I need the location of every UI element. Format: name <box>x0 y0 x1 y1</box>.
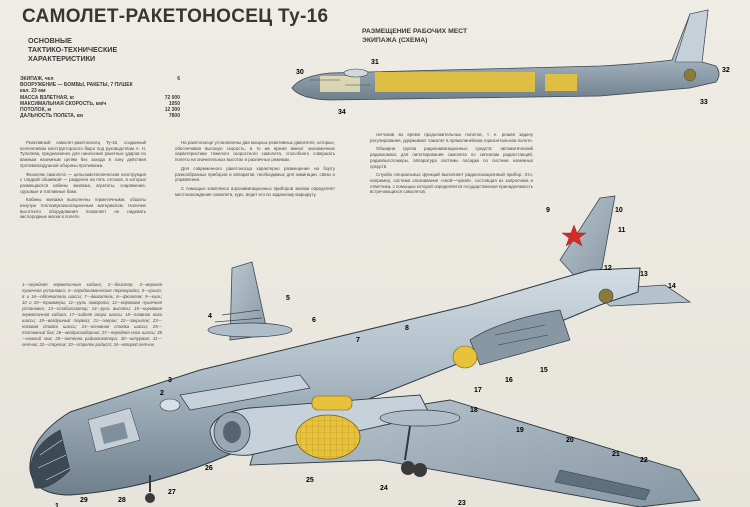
spec-value: 6 <box>177 76 180 82</box>
callout: 20 <box>566 437 574 444</box>
subtitle-line: ХАРАКТЕРИСТИКИ <box>28 54 96 63</box>
paragraph: На ракетоносце установлены два мощных ре… <box>175 140 335 163</box>
spec-row: ЭКИПАЖ, чел 6 <box>20 76 180 82</box>
spec-value: 7800 <box>168 113 180 120</box>
paragraph: летчиков во время продолжительных полето… <box>370 132 533 143</box>
callout: 8 <box>405 325 409 332</box>
callout: 6 <box>312 317 316 324</box>
crew-scheme-aircraft <box>291 9 720 101</box>
paragraph: Фюзеляж самолета — цельнометаллическая к… <box>20 171 146 194</box>
spec-label: МАКСИМАЛЬНАЯ СКОРОСТЬ, км/ч <box>20 100 107 107</box>
callout: 13 <box>640 271 648 278</box>
paragraph: С помощью комплекса аэронавигационных пр… <box>175 185 335 197</box>
spec-row: МАКСИМАЛЬНАЯ СКОРОСТЬ, км/ч 1050 <box>20 101 180 107</box>
subtitle-line: ТАКТИКО-ТЕХНИЧЕСКИЕ <box>28 45 118 54</box>
spec-label: ПОТОЛОК, м <box>20 107 52 114</box>
callout: 4 <box>208 313 212 320</box>
red-star-icon <box>561 224 587 247</box>
text-column-2: На ракетоносце установлены два мощных ре… <box>175 140 335 250</box>
callout: 9 <box>546 207 550 214</box>
scheme-label: 32 <box>722 67 730 74</box>
crew-scheme-title: РАЗМЕЩЕНИЕ РАБОЧИХ МЕСТ ЭКИПАЖА (СХЕМА) <box>362 28 467 45</box>
spec-row: МАССА ВЗЛЕТНАЯ, кг 72 000 <box>20 95 180 101</box>
callout: 11 <box>618 227 626 234</box>
scheme-label: 34 <box>338 109 346 116</box>
callout: 17 <box>474 387 482 394</box>
specs-table: ЭКИПАЖ, чел 6 ВООРУЖЕНИЕ — БОМБЫ, РАКЕТЫ,… <box>20 76 180 119</box>
callout: 10 <box>615 207 623 214</box>
callout: 24 <box>380 485 388 492</box>
subtitle-line: ОСНОВНЫЕ <box>28 36 72 45</box>
cutaway-aircraft <box>29 195 701 507</box>
spec-label: кал. 23 мм <box>20 88 46 95</box>
spec-label: ВООРУЖЕНИЕ — БОМБЫ, РАКЕТЫ, 7 ПУШЕК <box>20 82 133 89</box>
callout: 1 <box>55 503 59 507</box>
callout: 2 <box>160 390 164 397</box>
specs-subtitle: ОСНОВНЫЕ ТАКТИКО-ТЕХНИЧЕСКИЕ ХАРАКТЕРИСТ… <box>28 36 148 63</box>
paragraph: Кабины экипажа выполнены герметичными, о… <box>20 197 146 220</box>
spec-row: ПОТОЛОК, м 12 300 <box>20 107 180 113</box>
callout: 3 <box>168 377 172 384</box>
spec-value: 12 300 <box>164 107 180 114</box>
callout: 21 <box>612 451 620 458</box>
callout: 23 <box>458 500 466 507</box>
spec-label: ЭКИПАЖ, чел <box>20 76 54 82</box>
callout: 7 <box>356 337 360 344</box>
callout: 15 <box>540 367 548 374</box>
scheme-label: 30 <box>296 69 304 76</box>
spec-row: кал. 23 мм <box>20 88 180 94</box>
callout: 29 <box>80 497 88 504</box>
callout: 26 <box>205 465 213 472</box>
callout: 22 <box>640 457 648 464</box>
callout: 5 <box>286 295 290 302</box>
text-column-1: Реактивный самолет-ракетоносец Ту-16, со… <box>20 140 146 310</box>
callout: 18 <box>470 407 478 414</box>
page-title: САМОЛЕТ-РАКЕТОНОСЕЦ Ту-16 <box>22 6 329 27</box>
callout: 16 <box>505 377 513 384</box>
spec-label: МАССА ВЗЛЕТНАЯ, кг <box>20 94 75 101</box>
text-column-3: летчиков во время продолжительных полето… <box>370 132 533 232</box>
callout: 14 <box>668 283 676 290</box>
callout: 27 <box>168 489 176 496</box>
callout: 19 <box>516 427 524 434</box>
scheme-label: 31 <box>371 59 379 66</box>
paragraph: Для современного ракетоносца характерно … <box>175 165 335 183</box>
spec-row: ВООРУЖЕНИЕ — БОМБЫ, РАКЕТЫ, 7 ПУШЕК <box>20 82 180 88</box>
callout: 28 <box>118 497 126 504</box>
spec-value: 72 000 <box>164 94 180 101</box>
scheme-label: 33 <box>700 99 708 106</box>
paragraph: Служба специальных функций выполняет рад… <box>370 172 533 195</box>
spec-label: ДАЛЬНОСТЬ ПОЛЕТА, км <box>20 113 83 120</box>
spec-value: 1050 <box>168 100 180 107</box>
spec-row: ДАЛЬНОСТЬ ПОЛЕТА, км 7800 <box>20 113 180 119</box>
parts-legend: 1—передняя герметичная кабина; 2—блистер… <box>22 282 162 347</box>
scheme-title-line: ЭКИПАЖА (СХЕМА) <box>362 36 428 44</box>
callout: 25 <box>306 477 314 484</box>
paragraph: Реактивный самолет-ракетоносец Ту-16, со… <box>20 140 146 168</box>
paragraph: Обширна группа радионавигационных средст… <box>370 146 533 169</box>
scheme-title-line: РАЗМЕЩЕНИЕ РАБОЧИХ МЕСТ <box>362 28 468 35</box>
callout: 12 <box>604 265 612 272</box>
